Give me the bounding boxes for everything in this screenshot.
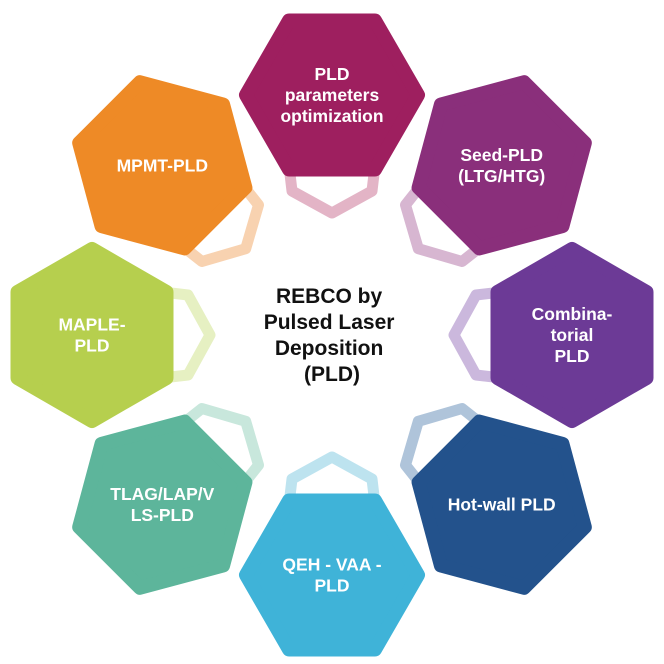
node-shape	[490, 242, 654, 428]
node-label-line: Hot-wall PLD	[448, 495, 556, 515]
node-shape	[411, 75, 592, 256]
node-label-line: optimization	[280, 106, 383, 126]
node-label-line: PLD	[315, 64, 350, 84]
node-seed-pld: Seed-PLD(LTG/HTG)	[411, 75, 592, 256]
node-label: MPMT-PLD	[117, 155, 208, 175]
node-label: Seed-PLD(LTG/HTG)	[458, 145, 545, 186]
node-label: QEH - VAA -PLD	[282, 555, 381, 596]
node-label-line: QEH - VAA -	[282, 555, 381, 575]
node-maple-pld: MAPLE-PLD	[10, 242, 174, 428]
node-label-line: Combina-	[532, 304, 613, 324]
node-label-line: (LTG/HTG)	[458, 166, 545, 186]
node-shape	[72, 414, 253, 595]
node-label-line: PLD	[555, 346, 590, 366]
center-line-3: Deposition	[275, 337, 384, 360]
center-line-2: Pulsed Laser	[264, 311, 395, 334]
node-qeh-vaa-pld: QEH - VAA -PLD	[239, 493, 425, 657]
node-label-line: parameters	[285, 85, 380, 105]
center-line-4: (PLD)	[304, 363, 360, 386]
node-shape	[411, 414, 592, 595]
node-label-line: TLAG/LAP/V	[110, 484, 214, 504]
node-label-line: Seed-PLD	[460, 145, 543, 165]
center-title: REBCO by Pulsed Laser Deposition (PLD)	[264, 285, 401, 386]
node-label-line: PLD	[315, 576, 350, 596]
center-line-1: REBCO by	[276, 285, 383, 308]
node-shape	[72, 75, 253, 256]
node-label: MAPLE-PLD	[58, 315, 125, 356]
node-label-line: MPMT-PLD	[117, 155, 208, 175]
node-shape	[239, 13, 425, 177]
node-mpmt-pld: MPMT-PLD	[72, 75, 253, 256]
node-label-line: LS-PLD	[131, 505, 194, 525]
node-shape	[239, 493, 425, 657]
node-label-line: MAPLE-	[58, 315, 125, 335]
node-label: Hot-wall PLD	[448, 495, 556, 515]
node-label-line: torial	[551, 325, 594, 345]
node-label-line: PLD	[75, 336, 110, 356]
node-shape	[10, 242, 174, 428]
node-hot-wall-pld: Hot-wall PLD	[411, 414, 592, 595]
